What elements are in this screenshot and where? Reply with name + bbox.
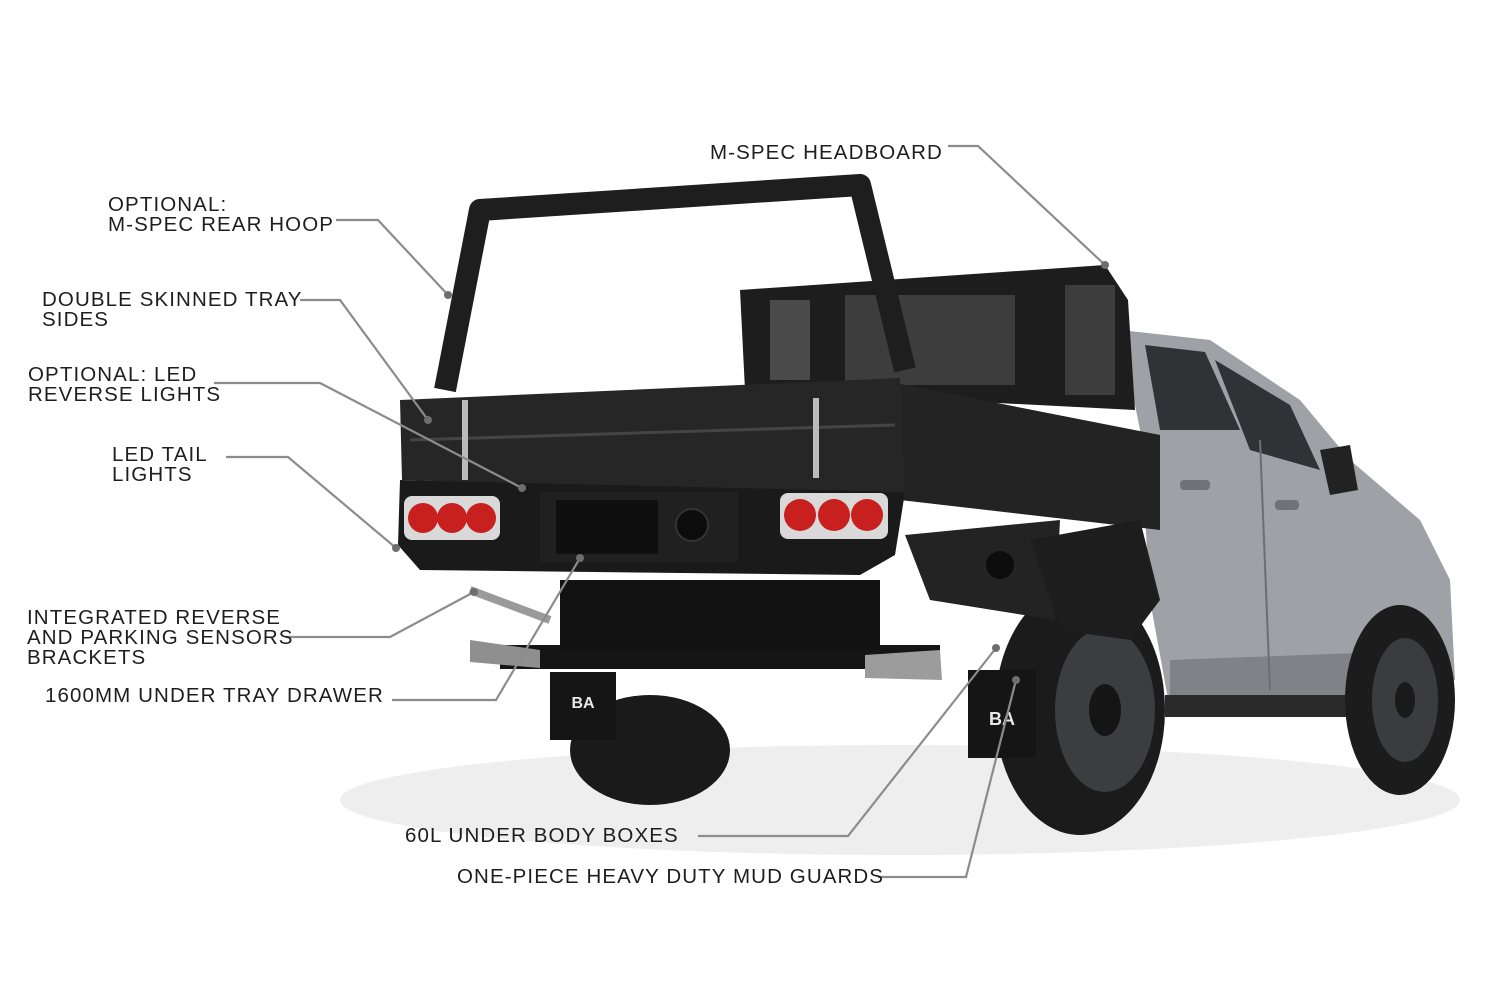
callout-mud-guards: ONE-PIECE HEAVY DUTY MUD GUARDS [457,865,885,888]
under-body-box-lock [986,551,1014,579]
callout-drawer: 1600MM UNDER TRAY DRAWER [45,684,384,707]
tray-side [880,380,1160,530]
under-body-box [905,520,1060,620]
leader-body-boxes-dot [992,644,1000,652]
mud-guard-arch [1030,520,1160,640]
tail-lights-left [404,496,500,540]
callout-reverse-lights: OPTIONAL: LED REVERSE LIGHTS [28,363,222,406]
leader-drawer [392,557,581,702]
leader-headboard-dot [1101,261,1109,269]
leader-drawer-dot [576,554,584,562]
leader-rear-hoop [336,218,449,296]
leader-rear-hoop-dot [444,291,452,299]
leader-mud-guards-dot [1012,676,1020,684]
leader-tail-lights [226,455,397,549]
mud-flap-right: BA [968,670,1036,758]
mud-flap-left-logo: BA [571,695,595,712]
leader-tail-lights-dot [392,544,400,552]
callout-tray-sides: DOUBLE SKINNED TRAY SIDES [42,288,303,331]
leader-tray-sides-dot [424,416,432,424]
leader-tray-sides [300,298,429,421]
tail-lights-right [780,493,888,539]
callout-sensor-brackets: INTEGRATED REVERSE AND PARKING SENSORS B… [27,606,294,669]
rear-hoop [434,174,916,393]
callout-headboard: M-SPEC HEADBOARD [710,141,943,164]
front-wheel [1345,605,1455,795]
leader-reverse-lights [214,381,523,489]
callout-rear-hoop: OPTIONAL: M-SPEC REAR HOOP [108,193,335,236]
leader-sensor-brackets-dot [470,588,478,596]
leader-sensor-brackets [286,591,475,639]
mud-flap-left: BA [550,672,616,740]
headboard [740,265,1135,410]
rear-wheel [995,585,1165,835]
callout-tail-lights: LED TAIL LIGHTS [112,443,208,486]
under-tray-drawer [540,492,738,562]
leader-reverse-lights-dot [518,484,526,492]
callout-body-boxes: 60L UNDER BODY BOXES [405,824,679,847]
chassis [468,580,942,680]
leader-headboard [948,144,1106,266]
leader-body-boxes [698,647,997,838]
leader-mud-guards [878,679,1018,879]
